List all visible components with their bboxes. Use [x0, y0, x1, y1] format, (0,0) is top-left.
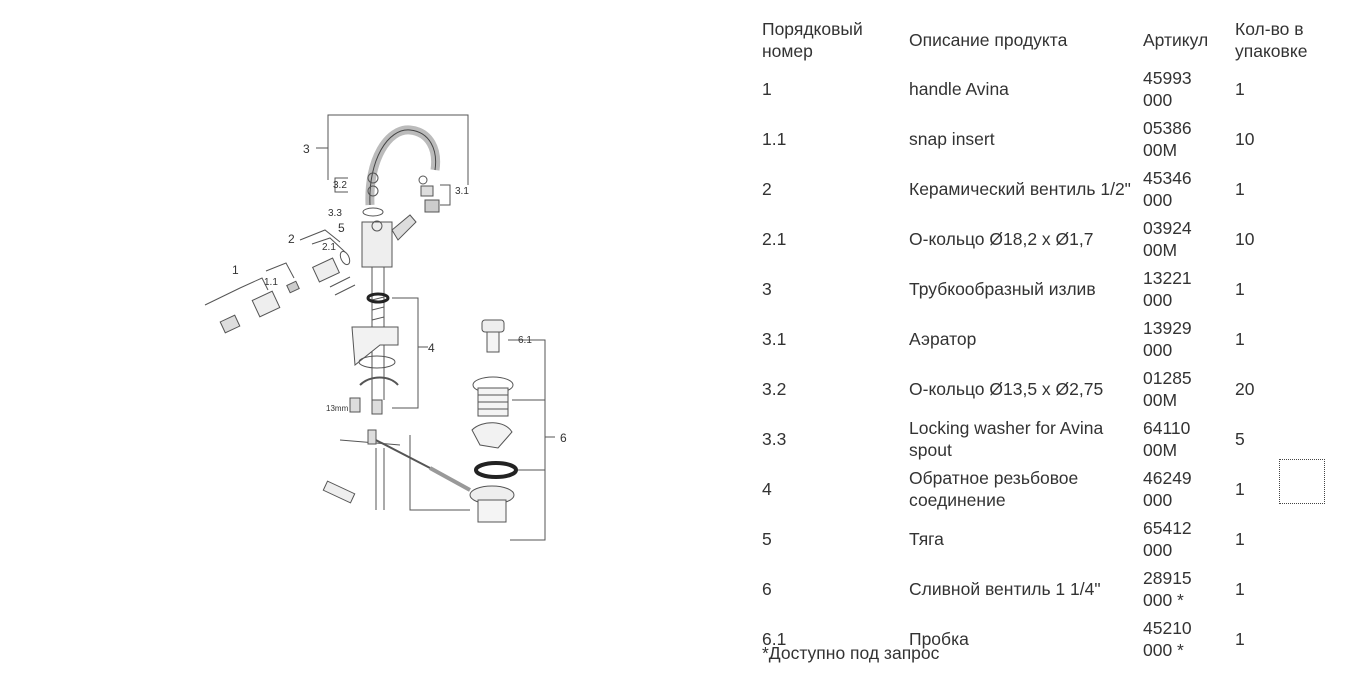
cell-article: 45346 000 — [1143, 168, 1192, 210]
cell-position: 6 — [762, 579, 772, 599]
label-3: 3 — [303, 142, 310, 156]
cell-description: Пробка — [909, 629, 969, 649]
exploded-parts-diagram: 3 3.1 3.2 3.3 5 2 2.1 1 1.1 4 6.1 6 13mm — [195, 105, 585, 550]
cell-article: 28915 000 * — [1143, 568, 1192, 610]
label-5: 5 — [338, 221, 345, 235]
cell-description: handle Avina — [909, 79, 1009, 99]
table-row: 1.1 snap insert 05386 00M 10 — [756, 114, 1358, 164]
focus-placeholder-box[interactable] — [1279, 459, 1325, 504]
cell-description: Трубкообразный излив — [909, 279, 1096, 299]
label-2: 2 — [288, 232, 295, 246]
cell-article: 45993 000 — [1143, 68, 1192, 110]
cell-quantity: 1 — [1235, 279, 1245, 299]
cell-description: snap insert — [909, 129, 995, 149]
cell-article: 13929 000 — [1143, 318, 1192, 360]
table-row: 3.1 Аэратор 13929 000 1 — [756, 314, 1358, 364]
table-row: 3.3 Locking washer for Avina spout 64110 0… — [756, 414, 1358, 464]
label-6: 6 — [560, 431, 567, 445]
parts-table: Порядковый номер Описание продукта Артик… — [756, 14, 1358, 664]
cell-article: 45210 000 * — [1143, 618, 1192, 660]
bracket-3 — [327, 114, 469, 185]
cell-position: 3.2 — [762, 379, 787, 399]
header-quantity: Кол-во в упаковке — [1235, 19, 1308, 61]
cell-article: 46249 000 — [1143, 468, 1192, 510]
handle-part — [251, 290, 281, 318]
cell-quantity: 10 — [1235, 229, 1255, 249]
table-row: 3 Трубкообразный излив 13221 000 1 — [756, 264, 1358, 314]
table-header-row: Порядковый номер Описание продукта Артик… — [756, 14, 1358, 64]
header-description: Описание продукта — [909, 30, 1068, 50]
drain-assembly — [469, 319, 518, 523]
table-row: 1 handle Avina 45993 000 1 — [756, 64, 1358, 114]
cell-position: 3.1 — [762, 329, 787, 349]
cell-quantity: 1 — [1235, 579, 1245, 599]
cell-description: Locking washer for Avina spout — [909, 418, 1104, 460]
cell-quantity: 5 — [1235, 429, 1245, 449]
label-3-2: 3.2 — [333, 180, 347, 191]
cell-position: 2.1 — [762, 229, 787, 249]
cell-description: Тяга — [909, 529, 944, 549]
cell-quantity: 20 — [1235, 379, 1255, 399]
header-position: Порядковый номер — [762, 19, 863, 61]
cell-description: Керамический вентиль 1/2" — [909, 179, 1131, 199]
cell-quantity: 1 — [1235, 79, 1245, 99]
cell-article: 03924 00M — [1143, 218, 1192, 260]
parts-drawing: 3 3.1 3.2 3.3 5 2 2.1 1 1.1 4 6.1 6 13mm — [204, 114, 567, 541]
label-3-3: 3.3 — [328, 208, 342, 219]
table-row: 6.1 Пробка 45210 000 * 1 — [756, 614, 1358, 664]
cell-position: 4 — [762, 479, 772, 499]
availability-footnote: *Доступно под запрос — [762, 643, 940, 663]
cell-quantity: 1 — [1235, 479, 1245, 499]
cell-position: 2 — [762, 179, 772, 199]
label-4: 4 — [428, 341, 435, 355]
cell-description: О-кольцо Ø13,5 x Ø2,75 — [909, 379, 1104, 399]
cell-quantity: 10 — [1235, 129, 1255, 149]
cell-quantity: 1 — [1235, 329, 1245, 349]
label-6-1: 6.1 — [518, 335, 532, 346]
valve-body — [361, 221, 393, 268]
table-row: 4 Обратное резьбовое соединение 46249 000 1 — [756, 464, 1358, 514]
table-row: 6 Сливной вентиль 1 1/4" 28915 000 * 1 — [756, 564, 1358, 614]
cell-position: 5 — [762, 529, 772, 549]
table-row: 2.1 О-кольцо Ø18,2 x Ø1,7 03924 00M 10 — [756, 214, 1358, 264]
cell-position: 3 — [762, 279, 772, 299]
table-row: 5 Тяга 65412 000 1 — [756, 514, 1358, 564]
cell-article: 13221 000 — [1143, 268, 1192, 310]
label-1: 1 — [232, 263, 239, 277]
cell-position: 1 — [762, 79, 772, 99]
cell-article: 65412 000 — [1143, 518, 1192, 560]
label-3-1: 3.1 — [455, 186, 469, 197]
table-row: 2 Керамический вентиль 1/2" 45346 000 1 — [756, 164, 1358, 214]
label-1-1: 1.1 — [264, 277, 278, 288]
cell-description: Сливной вентиль 1 1/4" — [909, 579, 1101, 599]
cell-position: 6.1 — [762, 629, 787, 649]
table-row: 3.2 О-кольцо Ø13,5 x Ø2,75 01285 00M 20 — [756, 364, 1358, 414]
cell-article: 05386 00M — [1143, 118, 1192, 160]
cell-article: 01285 00M — [1143, 368, 1192, 410]
ceramic-valve — [311, 257, 341, 283]
cell-quantity: 1 — [1235, 629, 1245, 649]
cell-quantity: 1 — [1235, 529, 1245, 549]
cell-description: О-кольцо Ø18,2 x Ø1,7 — [909, 229, 1094, 249]
header-article: Артикул — [1143, 30, 1209, 50]
label-13mm: 13mm — [326, 404, 349, 413]
cell-quantity: 1 — [1235, 179, 1245, 199]
cell-description: Обратное резьбовое соединение — [909, 468, 1079, 510]
cell-position: 1.1 — [762, 129, 787, 149]
cell-description: Аэратор — [909, 329, 977, 349]
cell-article: 64110 00M — [1143, 418, 1191, 460]
label-2-1: 2.1 — [322, 242, 336, 253]
cell-position: 3.3 — [762, 429, 787, 449]
